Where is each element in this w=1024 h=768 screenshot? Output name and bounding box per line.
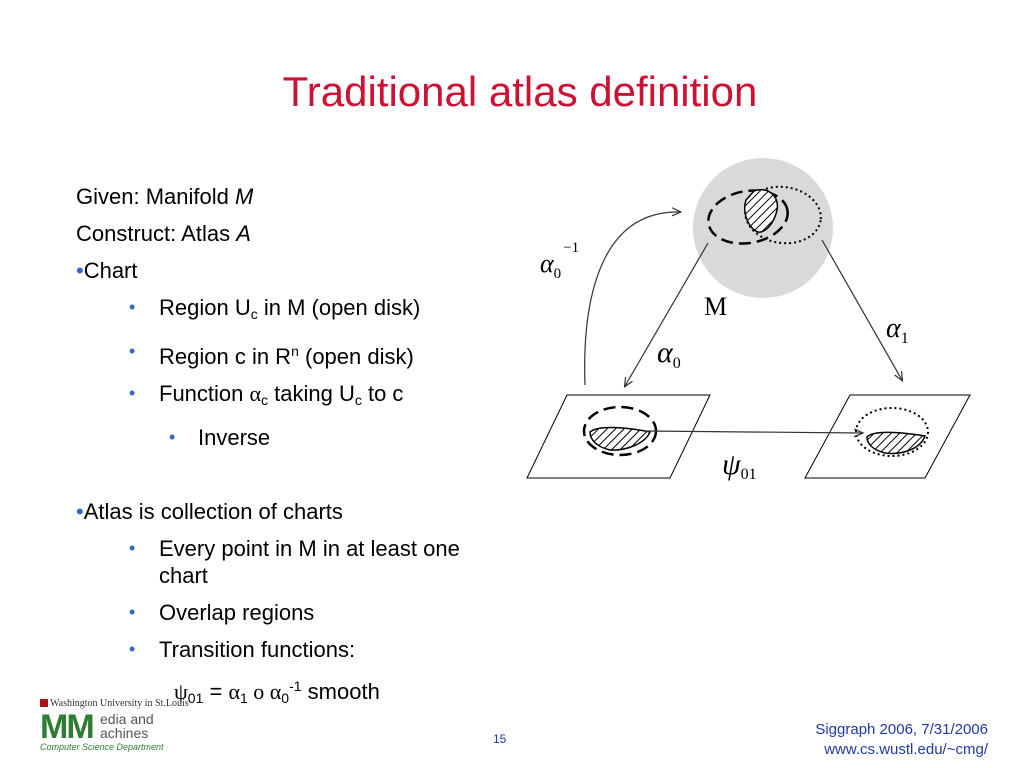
bullet-dot: • — [129, 538, 136, 558]
chart-disk-1 — [855, 407, 929, 457]
bullet-transition: •Transition functions: — [76, 631, 526, 668]
plane-chart-0 — [526, 394, 711, 479]
construct-line: Construct: Atlas A — [76, 221, 251, 246]
arrow-psi01 — [644, 431, 862, 433]
plane-chart-1 — [804, 394, 971, 479]
logo-mm: MM — [40, 708, 95, 746]
bullet-dot: • — [129, 341, 136, 361]
bullet-inverse: •Inverse — [76, 419, 526, 456]
bullet-region-uc: •Region Uc in M (open disk) — [76, 289, 526, 333]
atlas-diagram: M α0−1 α0 α1 ψ01 — [526, 158, 971, 483]
label-psi01: ψ01 — [722, 448, 757, 483]
arrow-alpha1 — [821, 239, 902, 380]
overlap-region-chart-1 — [866, 431, 927, 455]
bullet-dot: • — [76, 499, 84, 524]
department-name: Computer Science Department — [40, 742, 164, 752]
manifold-sphere — [693, 158, 833, 298]
bullet-every-point: •Every point in M in at least one chart — [129, 536, 460, 588]
label-alpha1: α1 — [886, 313, 909, 347]
footer-url: www.cs.wustl.edu/~cmg/ — [824, 741, 988, 758]
given-line: Given: Manifold M — [76, 184, 254, 209]
bullet-dot: • — [169, 427, 176, 447]
arrow-alpha0 — [625, 242, 709, 386]
slide-title: Traditional atlas definition — [282, 68, 758, 115]
label-alpha0-inverse: α0−1 — [540, 240, 579, 282]
bullet-dot: • — [129, 297, 136, 317]
overlap-region-on-manifold — [744, 189, 779, 233]
bullet-dot: • — [129, 639, 136, 659]
bullet-dot: • — [129, 383, 136, 403]
chart-region-0-on-manifold — [707, 189, 789, 245]
bullet-atlas: •Atlas is collection of charts — [76, 499, 343, 524]
page-number: 15 — [493, 732, 507, 746]
chart-region-1-on-manifold — [744, 185, 822, 245]
crest-icon — [40, 699, 48, 707]
manifold-label: M — [704, 292, 727, 321]
slide-content: Given: Manifold M Construct: Atlas A •Ch… — [76, 178, 526, 717]
bullet-chart: •Chart — [76, 258, 138, 283]
bullet-dot: • — [76, 258, 84, 283]
bullet-region-c: •Region c in Rn (open disk) — [76, 333, 526, 375]
spacer — [76, 456, 526, 493]
bullet-dot: • — [129, 602, 136, 622]
university-name: Washington University in St.Louis — [40, 698, 189, 709]
university-logo: Washington University in St.Louis MM edi… — [40, 698, 190, 753]
arrow-alpha0-inverse — [584, 212, 680, 386]
overlap-region-chart-0 — [589, 426, 652, 451]
bullet-overlap: •Overlap regions — [76, 594, 526, 631]
footer-citation: Siggraph 2006, 7/31/2006 www.cs.wustl.ed… — [815, 720, 988, 760]
transition-formula: ψ01 = α1 o α0-1 smooth — [174, 678, 380, 706]
footer-conference: Siggraph 2006, 7/31/2006 — [815, 721, 988, 738]
label-alpha0: α0 — [657, 336, 681, 372]
bullet-function: •Function αc taking Uc to c — [76, 375, 526, 419]
